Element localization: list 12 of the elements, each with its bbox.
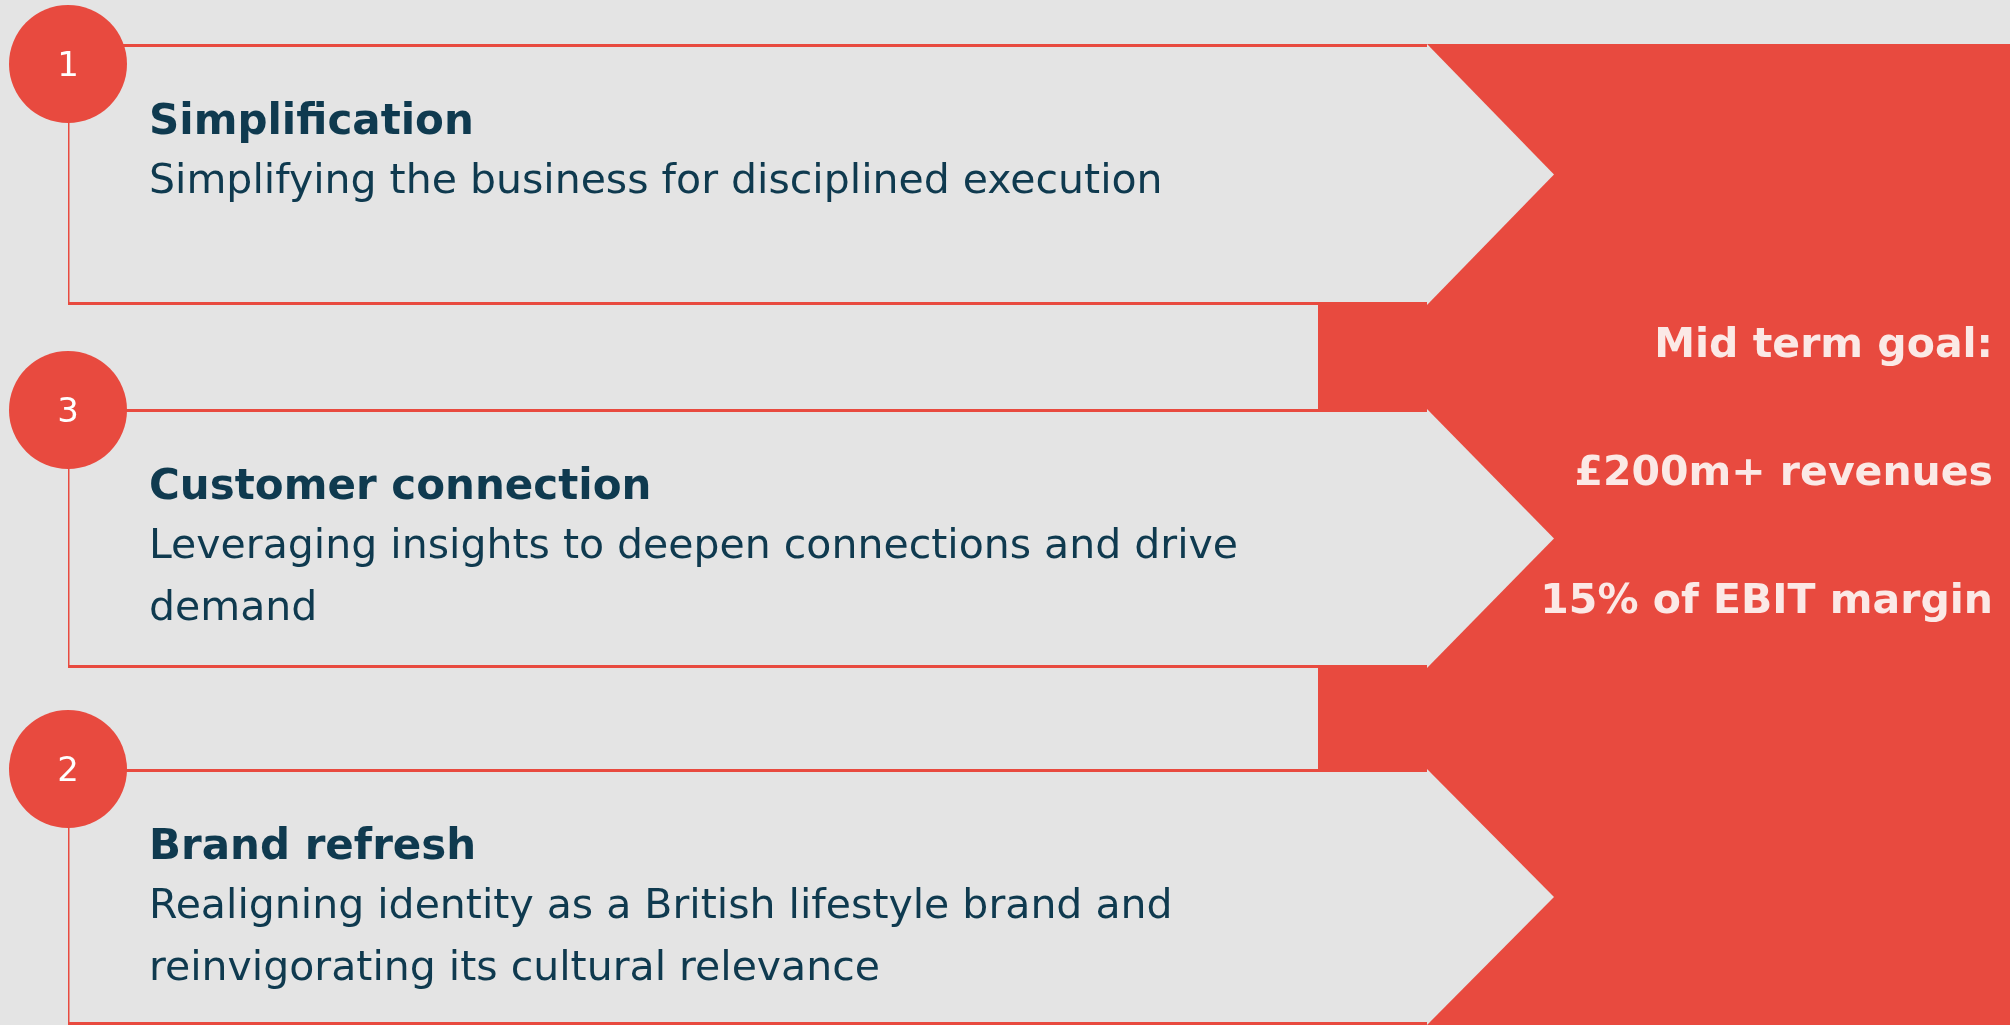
step-number: 1 <box>9 5 127 123</box>
step-title: Brand refresh <box>149 819 478 871</box>
step-title: Simplification <box>149 94 475 146</box>
goal-target: £200m+ revenues <box>1574 446 1993 497</box>
step-description: Simplifying the business for disciplined execution <box>149 154 1164 205</box>
step-number: 3 <box>9 351 127 469</box>
step-description: Leveraging insights to deepen connections and drive demand <box>149 519 1240 632</box>
goal-heading: Mid term goal: <box>1654 318 1993 369</box>
step-description: Realigning identity as a British lifestyle brand and reinvigorating its cultural relevance <box>149 879 1174 992</box>
step-title: Customer connection <box>149 459 653 511</box>
step-number: 2 <box>9 710 127 828</box>
goal-target: 15% of EBIT margin <box>1540 574 1993 625</box>
